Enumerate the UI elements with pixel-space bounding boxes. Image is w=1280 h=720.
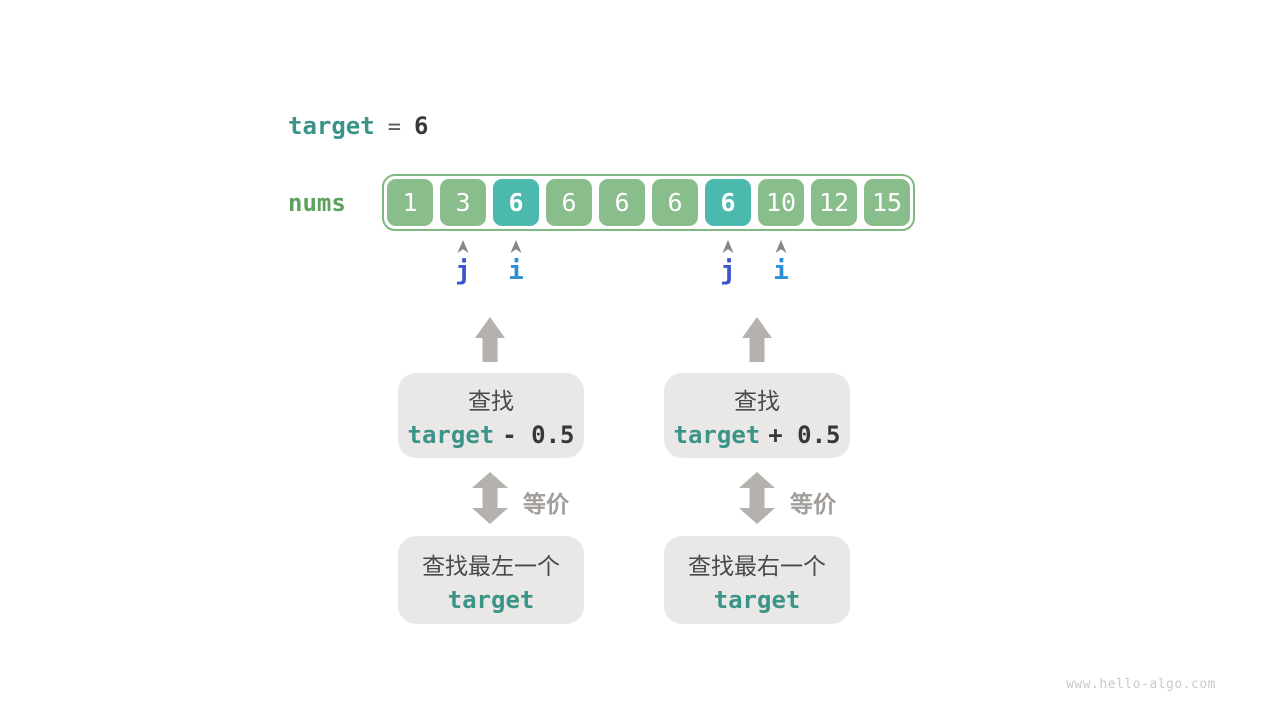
pointer-label: i bbox=[773, 256, 789, 286]
pointer-i: i bbox=[496, 240, 536, 284]
expression: target+ 0.5 bbox=[674, 421, 841, 449]
double-arrow-icon bbox=[472, 472, 508, 524]
find-label: 查找 bbox=[468, 388, 514, 414]
target-code: target bbox=[407, 421, 495, 449]
array-cell: 6 bbox=[546, 179, 592, 226]
pointer-label: j bbox=[455, 256, 471, 286]
equals-sign: = bbox=[387, 115, 401, 140]
up-arrow-icon bbox=[742, 317, 772, 362]
find-target-plus-box: 查找 target+ 0.5 bbox=[664, 373, 850, 458]
nums-label: nums bbox=[288, 189, 346, 217]
double-arrow-icon bbox=[739, 472, 775, 524]
target-assignment: target = 6 bbox=[288, 112, 428, 140]
array-cell: 6 bbox=[705, 179, 751, 226]
find-rightmost-box: 查找最右一个 target bbox=[664, 536, 850, 624]
target-code-line: target bbox=[448, 586, 535, 614]
find-target-minus-box: 查找 target- 0.5 bbox=[398, 373, 584, 458]
find-label: 查找 bbox=[734, 388, 780, 414]
equivalence-label: 等价 bbox=[790, 491, 836, 517]
minus-operand: - 0.5 bbox=[502, 421, 575, 449]
find-leftmost-box: 查找最左一个 target bbox=[398, 536, 584, 624]
array-cell: 1 bbox=[387, 179, 433, 226]
find-rightmost-label: 查找最右一个 bbox=[688, 552, 826, 579]
expression: target- 0.5 bbox=[408, 421, 575, 449]
target-keyword: target bbox=[288, 112, 375, 140]
array-cell: 15 bbox=[864, 179, 910, 226]
target-code: target bbox=[673, 421, 761, 449]
target-code-line: target bbox=[714, 586, 801, 614]
watermark: www.hello-algo.com bbox=[1066, 677, 1216, 692]
pointer-j: j bbox=[708, 240, 748, 284]
up-caret-icon bbox=[775, 240, 787, 253]
up-caret-icon bbox=[722, 240, 734, 253]
pointer-label: i bbox=[508, 256, 524, 286]
array-cell: 6 bbox=[599, 179, 645, 226]
equivalence-label: 等价 bbox=[523, 491, 569, 517]
array-cell: 12 bbox=[811, 179, 857, 226]
find-leftmost-label: 查找最左一个 bbox=[422, 552, 560, 579]
up-arrow-icon bbox=[475, 317, 505, 362]
up-caret-icon bbox=[510, 240, 522, 253]
array-cell: 3 bbox=[440, 179, 486, 226]
array-cell: 10 bbox=[758, 179, 804, 226]
pointer-i: i bbox=[761, 240, 801, 284]
target-code: target bbox=[447, 585, 535, 614]
plus-operand: + 0.5 bbox=[768, 421, 841, 449]
array-cell: 6 bbox=[652, 179, 698, 226]
up-caret-icon bbox=[457, 240, 469, 253]
array-cell: 6 bbox=[493, 179, 539, 226]
target-code: target bbox=[713, 585, 801, 614]
target-value: 6 bbox=[413, 112, 429, 140]
pointer-j: j bbox=[443, 240, 483, 284]
pointer-label: j bbox=[720, 256, 736, 286]
